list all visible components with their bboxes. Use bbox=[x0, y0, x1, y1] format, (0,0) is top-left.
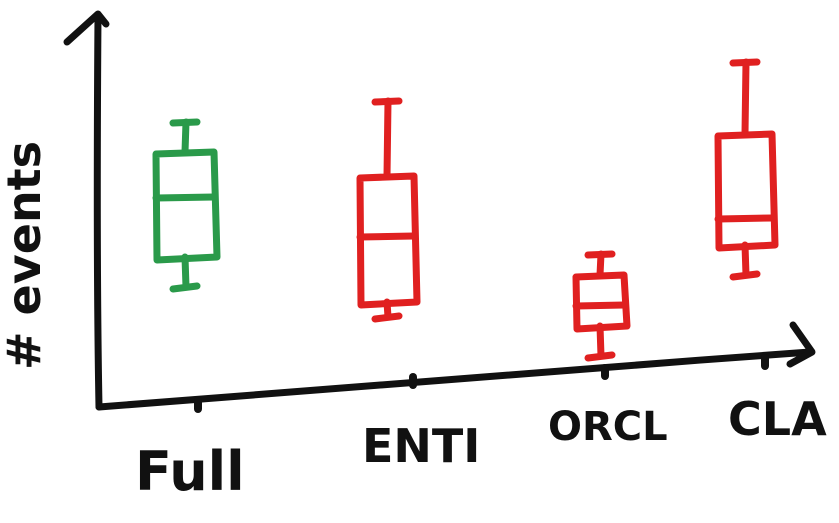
x-ticks-layer: Full ENTI ORCL CLA bbox=[135, 354, 827, 503]
x-tick-label-orcl: ORCL bbox=[548, 404, 668, 450]
box-cla bbox=[714, 58, 779, 281]
x-tick-label-full: Full bbox=[135, 440, 245, 503]
box-full-upper-whisker bbox=[181, 118, 190, 156]
box-cla-lower-whisker bbox=[741, 241, 750, 279]
box-cla-iqr bbox=[714, 130, 779, 252]
box-orcl-min-cap bbox=[584, 351, 616, 362]
x-axis-arrowhead bbox=[786, 321, 816, 368]
box-orcl-median bbox=[572, 301, 628, 310]
box-full-max-cap bbox=[169, 118, 201, 127]
box-orcl bbox=[572, 250, 631, 362]
box-enti-upper-whisker bbox=[383, 97, 392, 180]
box-full-min-cap bbox=[169, 282, 201, 293]
box-full-lower-whisker bbox=[181, 253, 190, 291]
box-full-median bbox=[152, 193, 218, 202]
box-cla-min-cap bbox=[729, 270, 761, 281]
box-enti-iqr bbox=[356, 172, 421, 309]
y-axis-arrowhead bbox=[63, 10, 110, 46]
box-enti bbox=[356, 97, 421, 323]
box-enti-median bbox=[356, 232, 418, 241]
box-enti-max-cap bbox=[371, 97, 403, 106]
box-full-iqr bbox=[152, 148, 221, 264]
y-axis bbox=[93, 12, 103, 411]
box-enti-min-cap bbox=[371, 312, 403, 323]
x-tick-label-enti: ENTI bbox=[362, 419, 480, 473]
box-orcl-max-cap bbox=[584, 250, 616, 259]
box-orcl-lower-whisker bbox=[596, 322, 605, 360]
y-axis-title: # events bbox=[0, 141, 51, 370]
x-axis bbox=[95, 348, 814, 411]
box-orcl-iqr bbox=[572, 271, 631, 333]
box-cla-max-cap bbox=[729, 58, 761, 67]
x-tick-label-cla: CLA bbox=[728, 392, 827, 446]
box-cla-upper-whisker bbox=[741, 58, 750, 138]
boxes-layer bbox=[152, 58, 779, 362]
box-cla-median bbox=[714, 214, 776, 223]
box-full bbox=[152, 118, 221, 293]
